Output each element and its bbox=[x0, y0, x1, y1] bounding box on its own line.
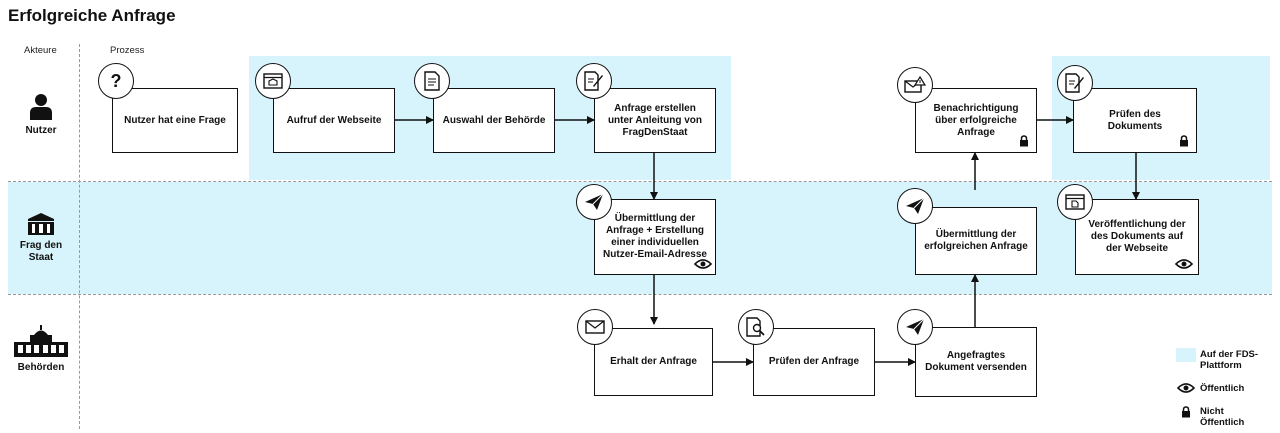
step-anfrage-erstellen: Anfrage erstellen unter Anleitung von Fr… bbox=[594, 88, 716, 153]
legend-platform-label: Auf der FDS-Plattform bbox=[1200, 349, 1259, 371]
step-label: Benachrichtigung über erfolgreiche Anfra… bbox=[933, 102, 1019, 138]
legend-private-label: Nicht Öffentlich bbox=[1200, 406, 1245, 428]
step-aufruf-webseite: Aufruf der Webseite bbox=[273, 88, 395, 153]
actor-label: Nutzer bbox=[25, 125, 57, 136]
eye-icon bbox=[694, 259, 712, 269]
actor-label: Behörden bbox=[17, 362, 65, 373]
step-label: Aufruf der Webseite bbox=[286, 114, 382, 126]
step-dokument-versenden: Angefragtes Dokument versenden bbox=[915, 327, 1037, 397]
step-nutzer-hat-frage: Nutzer hat eine Frage bbox=[112, 88, 238, 153]
actors-header: Akteure bbox=[24, 45, 57, 56]
website-icon bbox=[255, 63, 291, 99]
actor-fragdenstaat: Frag den Staat bbox=[18, 212, 64, 264]
page-title: Erfolgreiche Anfrage bbox=[8, 6, 176, 25]
step-label: Anfrage erstellen unter Anleitung von Fr… bbox=[607, 102, 703, 138]
eye-icon bbox=[1175, 259, 1193, 269]
envelope-icon bbox=[577, 309, 613, 345]
step-label: Prüfen des Dokuments bbox=[1107, 108, 1163, 132]
step-pruefen-anfrage: Prüfen der Anfrage bbox=[753, 328, 875, 396]
document-edit-icon bbox=[1057, 65, 1093, 101]
lock-icon bbox=[1180, 135, 1188, 147]
government-icon bbox=[14, 325, 68, 357]
user-icon bbox=[30, 94, 52, 120]
legend-platform-swatch bbox=[1176, 348, 1196, 362]
step-label: Erhalt der Anfrage bbox=[610, 356, 697, 367]
paper-plane-icon bbox=[576, 184, 612, 220]
document-edit-icon bbox=[576, 63, 612, 99]
building-icon bbox=[28, 213, 54, 235]
document-list-icon bbox=[414, 63, 450, 99]
actor-nutzer: Nutzer bbox=[8, 93, 74, 137]
step-label: Nutzer hat eine Frage bbox=[124, 114, 226, 126]
webpage-document-icon bbox=[1057, 184, 1093, 220]
step-label: Prüfen der Anfrage bbox=[768, 356, 860, 367]
step-label: Übermittlung der Anfrage + Erstellung ei… bbox=[603, 213, 707, 260]
step-label: Auswahl der Behörde bbox=[442, 114, 546, 126]
paper-plane-icon bbox=[897, 309, 933, 345]
lock-icon bbox=[1020, 135, 1028, 147]
document-search-icon bbox=[738, 309, 774, 345]
step-label: Veröffentlichung der des Dokuments auf d… bbox=[1088, 219, 1186, 254]
legend-public-label: Öffentlich bbox=[1200, 383, 1245, 394]
lock-icon bbox=[1182, 406, 1190, 418]
step-label: Übermittlung der erfolgreichen Anfrage bbox=[924, 229, 1028, 252]
step-uebermittlung-erfolg: Übermittlung der erfolgreichen Anfrage bbox=[915, 207, 1037, 275]
step-auswahl-behoerde: Auswahl der Behörde bbox=[433, 88, 555, 153]
lane-separator-1 bbox=[8, 181, 1272, 182]
actor-behoerden: Behörden bbox=[8, 324, 74, 374]
step-benachrichtigung: Benachrichtigung über erfolgreiche Anfra… bbox=[915, 88, 1037, 153]
process-header: Prozess bbox=[110, 45, 145, 56]
step-label: Angefragtes Dokument versenden bbox=[925, 350, 1027, 373]
paper-plane-icon bbox=[897, 188, 933, 224]
lane-separator-2 bbox=[8, 294, 1272, 295]
actor-column-separator bbox=[79, 44, 80, 429]
question-icon: ? bbox=[98, 63, 134, 99]
eye-icon bbox=[1177, 383, 1195, 393]
step-pruefen-dokument: Prüfen des Dokuments bbox=[1073, 88, 1197, 153]
actor-label: Frag den Staat bbox=[19, 240, 63, 263]
step-erhalt-anfrage: Erhalt der Anfrage bbox=[594, 328, 713, 396]
envelope-alert-icon bbox=[897, 67, 933, 103]
